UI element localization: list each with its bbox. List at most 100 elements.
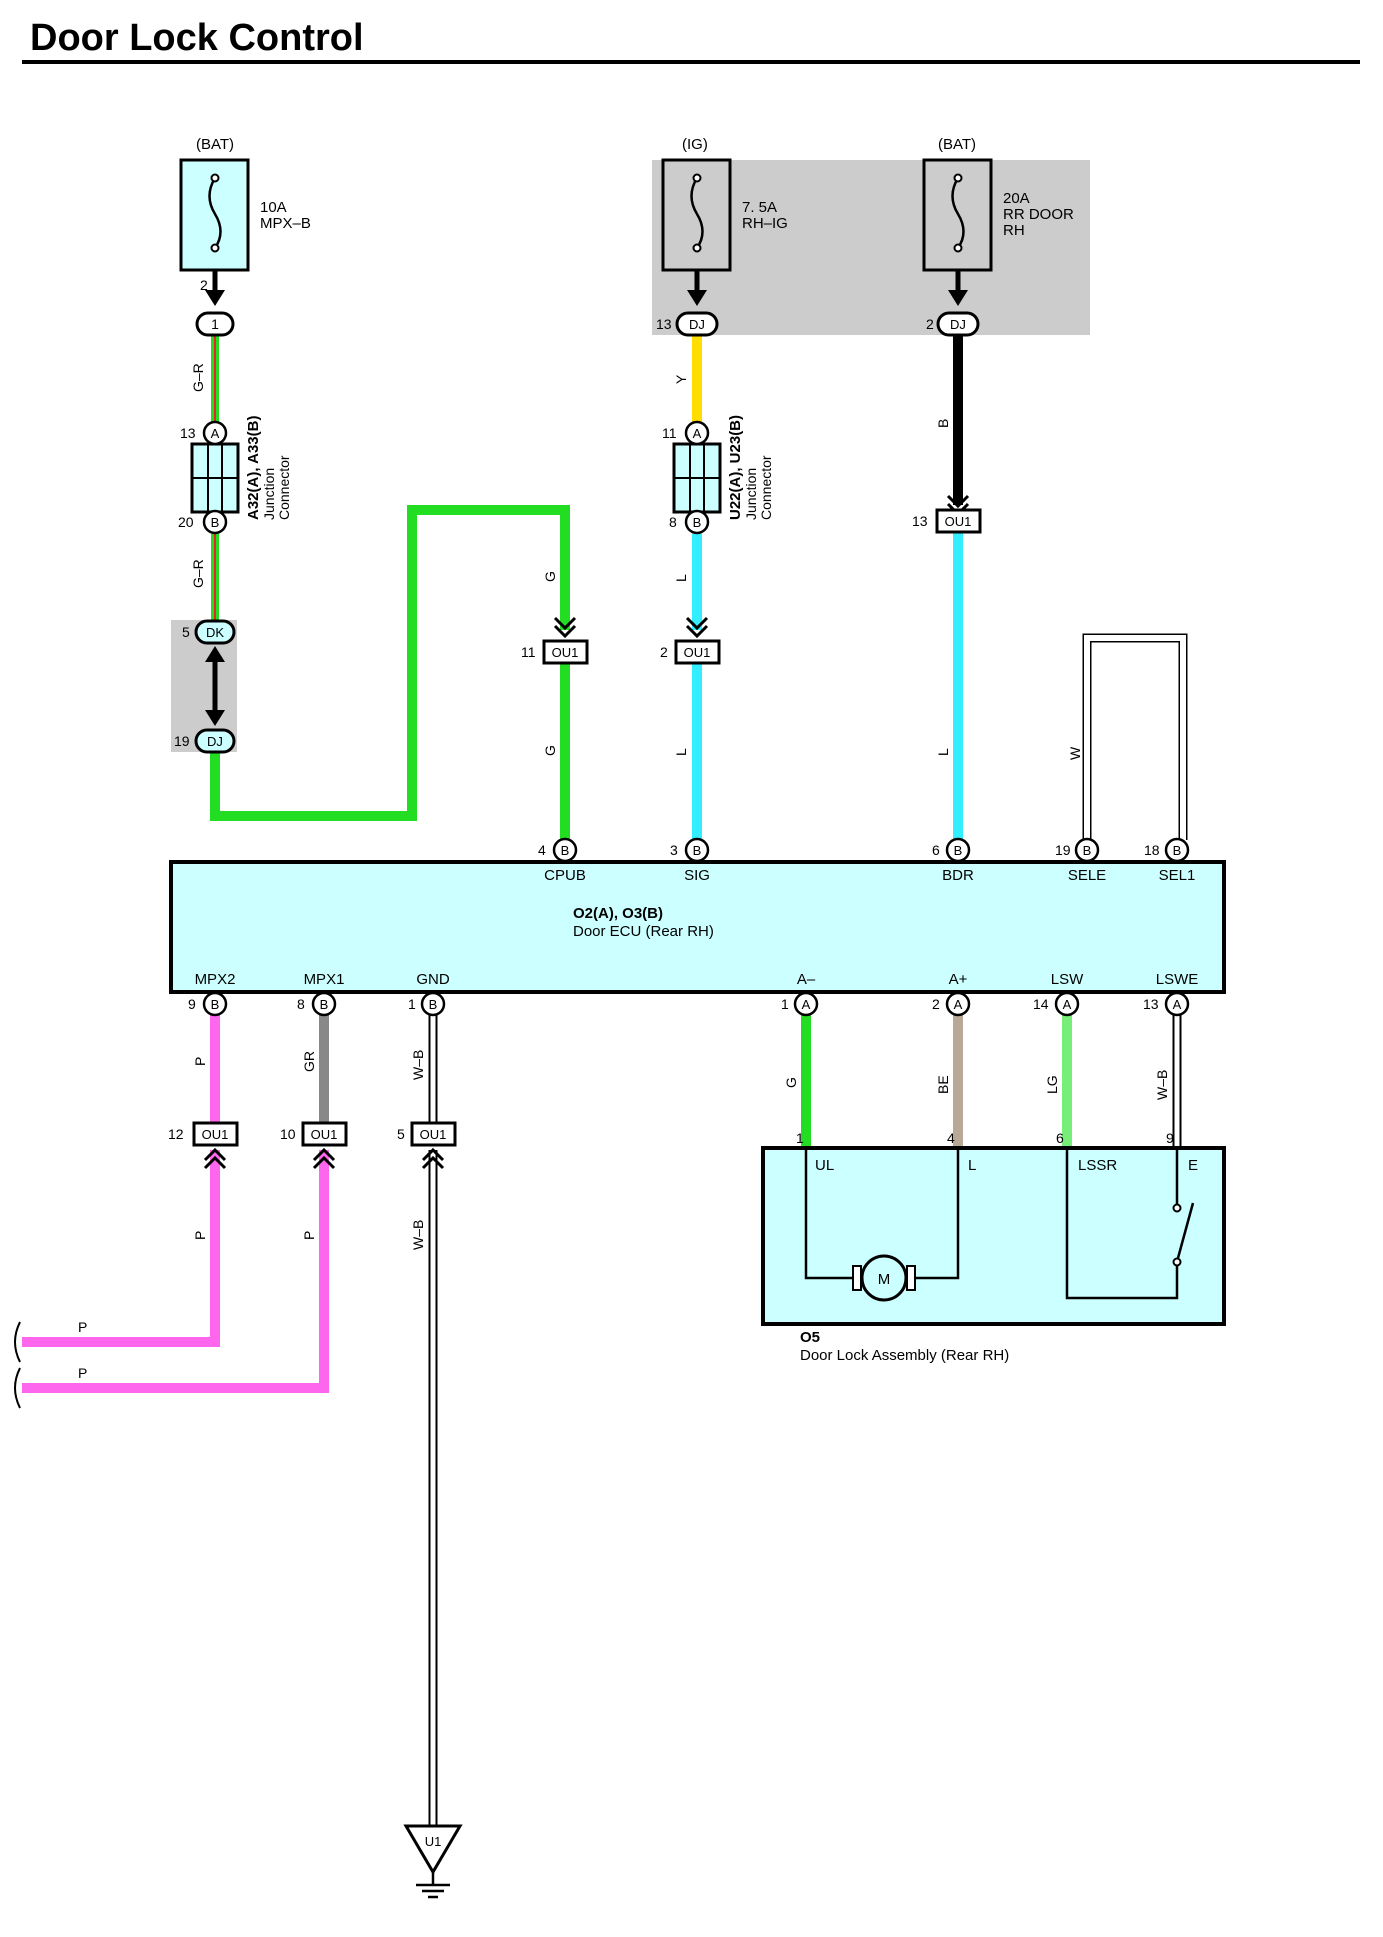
dj2-pin: 2 — [926, 316, 934, 332]
wire-label-g-3: G — [783, 1077, 799, 1088]
fuse1-source: (BAT) — [196, 136, 234, 153]
svg-text:14: 14 — [1033, 996, 1049, 1012]
svg-text:B: B — [320, 997, 329, 1012]
svg-text:LSW: LSW — [1051, 971, 1084, 988]
connector-ou1-2: OU1 — [674, 616, 721, 665]
ou1-12-pin: 12 — [168, 1126, 184, 1142]
svg-text:B: B — [211, 997, 220, 1012]
svg-text:Junction: Junction — [743, 468, 759, 520]
dl-term-ul: UL — [815, 1157, 834, 1174]
svg-text:Connector: Connector — [276, 455, 292, 520]
svg-text:OU1: OU1 — [420, 1127, 447, 1142]
svg-text:SIG: SIG — [684, 867, 710, 884]
svg-text:SELE: SELE — [1068, 867, 1106, 884]
ground-u1: U1 — [403, 1824, 463, 1899]
wire-p-mpx2-lower — [22, 1150, 220, 1347]
ecu-terminal-bdr: B 6 BDR — [932, 837, 974, 884]
svg-text:U1: U1 — [425, 1834, 442, 1849]
svg-text:OU1: OU1 — [552, 645, 579, 660]
wire-g-cpub-upper — [210, 505, 570, 821]
svg-text:B: B — [693, 515, 702, 530]
door-lock-assembly-box — [761, 1146, 1226, 1326]
svg-text:BDR: BDR — [942, 867, 974, 884]
motor-circuit — [804, 1148, 960, 1280]
wire-label-b: B — [935, 419, 951, 428]
svg-text:A: A — [802, 997, 811, 1012]
fuse3-source: (BAT) — [938, 136, 976, 153]
svg-text:A: A — [1063, 997, 1072, 1012]
svg-text:A+: A+ — [949, 971, 968, 988]
svg-text:1: 1 — [408, 996, 416, 1012]
connector-ou1-10: OU1 — [301, 1121, 348, 1170]
svg-text:A–: A– — [797, 971, 816, 988]
wire-break-mark — [14, 1321, 21, 1409]
wire-label-wb-3: W–B — [410, 1220, 426, 1250]
switch-circuit — [1065, 1148, 1179, 1300]
svg-text:B: B — [211, 515, 220, 530]
connector-ou1-5: OU1 — [410, 1121, 457, 1170]
wire-label-gr-2: G–R — [190, 559, 206, 588]
svg-text:1: 1 — [781, 996, 789, 1012]
switch-contact-bottom — [1172, 1257, 1182, 1267]
connector-dj-19: DJ — [194, 728, 236, 754]
wire-label-p-5: P — [78, 1365, 87, 1381]
door-lock-code: O5 — [800, 1329, 820, 1346]
connector-dj-13: DJ — [675, 311, 719, 337]
motor-symbol: M — [852, 1254, 916, 1302]
dj19-pin: 19 — [174, 733, 190, 749]
svg-text:OU1: OU1 — [311, 1127, 338, 1142]
ju-top-pin: 11 — [662, 425, 677, 441]
svg-text:B: B — [561, 843, 570, 858]
svg-text:4: 4 — [538, 842, 546, 858]
connector-dk-5: DK — [194, 619, 236, 645]
fuse3-name: RR DOOR — [1003, 206, 1074, 223]
junction-a-label: A32(A), A33(B) Junction Connector — [245, 416, 292, 520]
fuse2-source: (IG) — [682, 136, 708, 153]
ja-top-pin: 13 — [180, 425, 196, 441]
svg-text:6: 6 — [932, 842, 940, 858]
wire-p-mpx1-lower — [22, 1150, 329, 1393]
dl-term-lssr: LSSR — [1078, 1157, 1117, 1174]
fuse2-name: RH–IG — [742, 215, 788, 232]
connector-dj-2: DJ — [936, 311, 980, 337]
ecu-terminal-a-minus: A– A 1 — [781, 971, 819, 1017]
svg-text:1: 1 — [211, 316, 219, 332]
svg-text:LSWE: LSWE — [1156, 971, 1199, 988]
ou1-10-pin: 10 — [280, 1126, 296, 1142]
ecu-terminal-sele: B 19 SELE — [1055, 837, 1106, 884]
svg-text:3: 3 — [670, 842, 678, 858]
wire-label-p-1: P — [192, 1057, 208, 1066]
wire-label-g-2: G — [542, 745, 558, 756]
ecu-terminal-lsw: LSW A 14 — [1033, 971, 1084, 1017]
door-lock-name: Door Lock Assembly (Rear RH) — [800, 1347, 1009, 1364]
svg-text:A: A — [954, 997, 963, 1012]
connector-ou1-11: OU1 — [542, 616, 589, 665]
fuse3-rating: 20A — [1003, 190, 1030, 207]
svg-text:B: B — [693, 843, 702, 858]
svg-text:OU1: OU1 — [684, 645, 711, 660]
wire-label-gr: GR — [301, 1051, 317, 1072]
page-title: Door Lock Control — [30, 17, 364, 59]
svg-text:19: 19 — [1055, 842, 1071, 858]
svg-text:A: A — [1173, 997, 1182, 1012]
fuse1-name: MPX–B — [260, 215, 311, 232]
svg-text:B: B — [429, 997, 438, 1012]
wire-label-w: W — [1067, 746, 1083, 760]
svg-text:9: 9 — [188, 996, 196, 1012]
svg-text:Junction: Junction — [261, 468, 277, 520]
wire-label-p-4: P — [78, 1319, 87, 1335]
ecu-terminal-mpx1: MPX1 B 8 — [297, 971, 344, 1017]
svg-text:OU1: OU1 — [202, 1127, 229, 1142]
ecu-terminal-sig: B 3 SIG — [670, 837, 710, 884]
svg-text:8: 8 — [297, 996, 305, 1012]
svg-text:U22(A), U23(B): U22(A), U23(B) — [727, 415, 744, 520]
wire-label-p-2: P — [192, 1231, 208, 1240]
ecu-terminal-mpx2: MPX2 B 9 — [188, 971, 235, 1017]
ou1-2-pin: 2 — [660, 644, 668, 660]
svg-text:GND: GND — [416, 971, 450, 988]
svg-text:DJ: DJ — [689, 317, 705, 332]
svg-text:M: M — [878, 1271, 891, 1288]
wire-label-gr-1: G–R — [190, 363, 206, 392]
svg-text:A: A — [693, 426, 702, 441]
